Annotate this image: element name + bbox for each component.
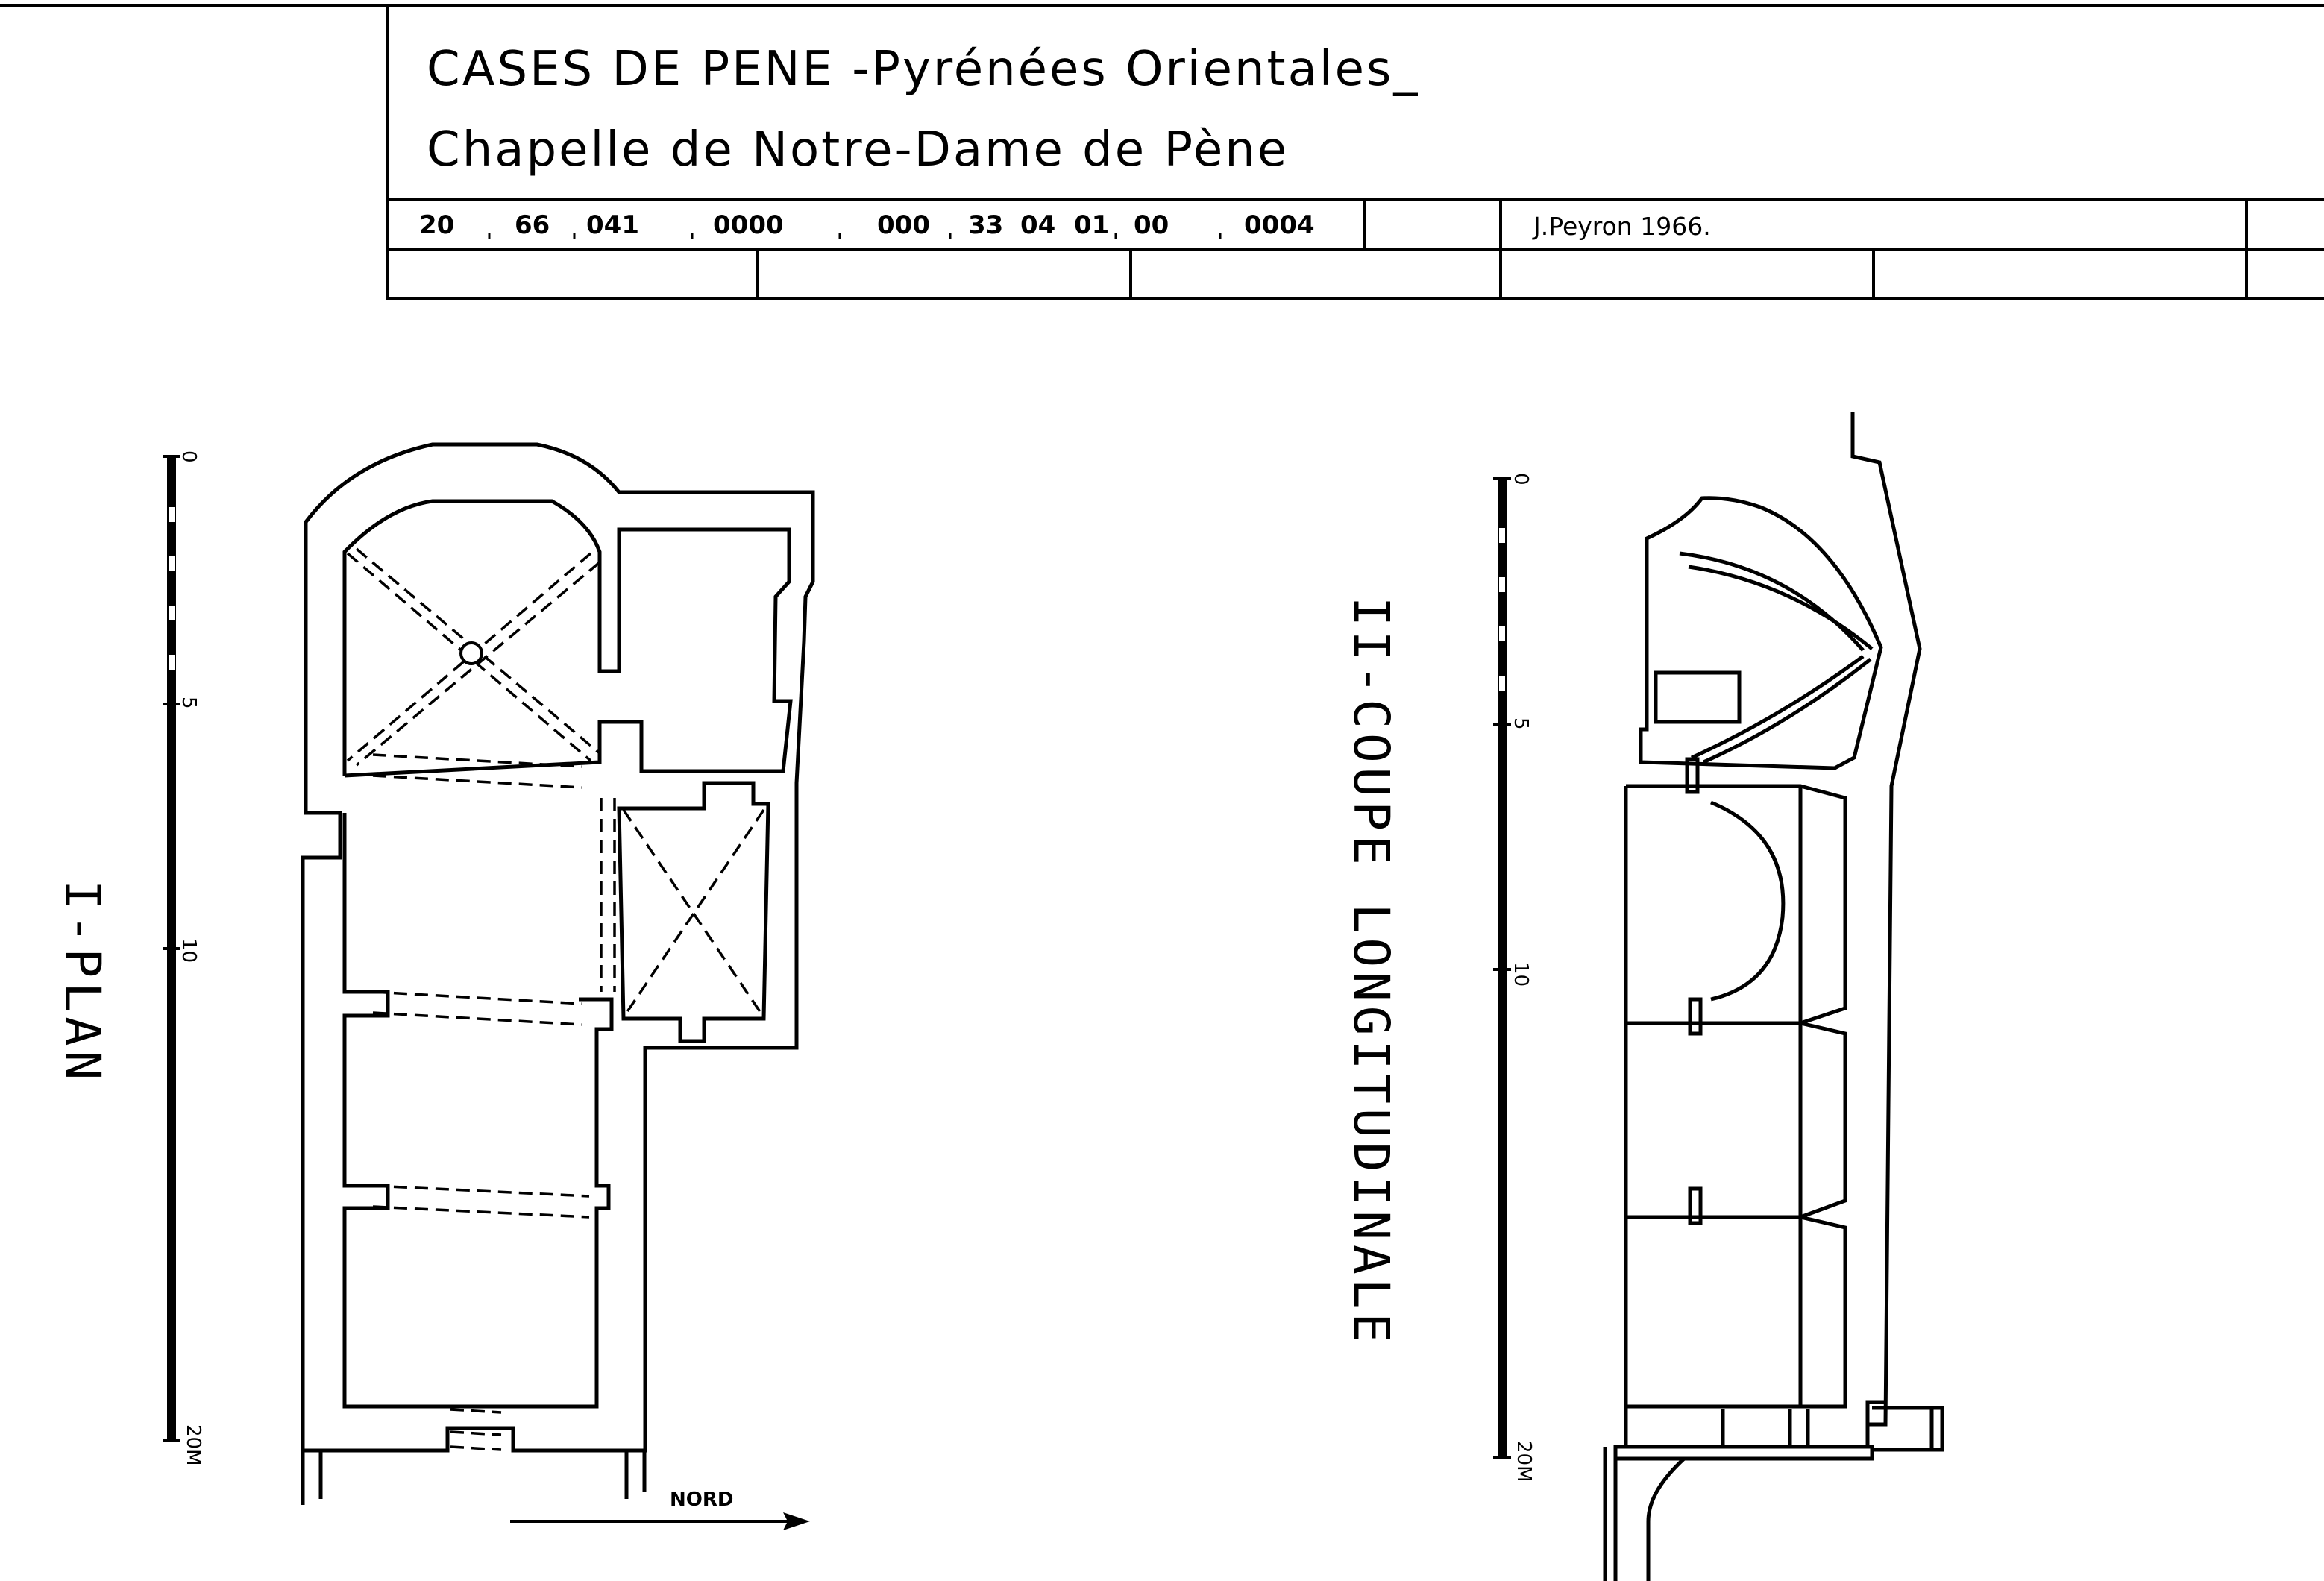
- section-scale-tick: 5: [1510, 717, 1532, 730]
- code-field: 00: [1134, 210, 1169, 240]
- code-field: 66: [515, 210, 550, 240]
- code-field: 0000: [713, 210, 784, 240]
- section-scale-tick: 0: [1510, 473, 1532, 485]
- title-line-1: CASES DE PENE -Pyrénées Orientales_: [427, 42, 1420, 97]
- code-field: 20: [419, 210, 455, 240]
- code-field: 000: [877, 210, 930, 240]
- section-label: II-COUPE LONGITUDINALE: [1342, 597, 1400, 1348]
- plan-label: I-PLAN: [54, 880, 111, 1085]
- section-scale-bar: [1493, 477, 1511, 1459]
- code-separators: [488, 233, 1222, 239]
- code-field: 04: [1020, 210, 1056, 240]
- plan-scale-tick: 10: [178, 938, 200, 964]
- plan-scale-bar: [163, 455, 180, 1442]
- code-field: 0004: [1244, 210, 1315, 240]
- floor-plan: [301, 442, 815, 1505]
- title-block: CASES DE PENE -Pyrénées Orientales_ Chap…: [0, 0, 2324, 306]
- vault-keystone: [459, 641, 483, 665]
- section-scale-tick: 20M: [1513, 1441, 1535, 1483]
- title-line-2: Chapelle de Notre-Dame de Pène: [427, 122, 1290, 177]
- plan-scale-tick: 20M: [182, 1424, 204, 1466]
- title-block-frame: [0, 4, 2324, 300]
- longitudinal-section: [1603, 412, 1944, 1581]
- code-field: 041: [586, 210, 639, 240]
- code-field: 33: [968, 210, 1004, 240]
- plan-scale-tick: 0: [178, 450, 200, 463]
- code-field: 01: [1074, 210, 1110, 240]
- north-arrow: [510, 1512, 810, 1530]
- north-label: NORD: [670, 1489, 734, 1511]
- plan-scale-tick: 5: [178, 697, 200, 709]
- author-date: J.Peyron 1966.: [1533, 212, 1711, 241]
- plan-vault-lines: [346, 547, 765, 1451]
- section-scale-tick: 10: [1510, 962, 1532, 987]
